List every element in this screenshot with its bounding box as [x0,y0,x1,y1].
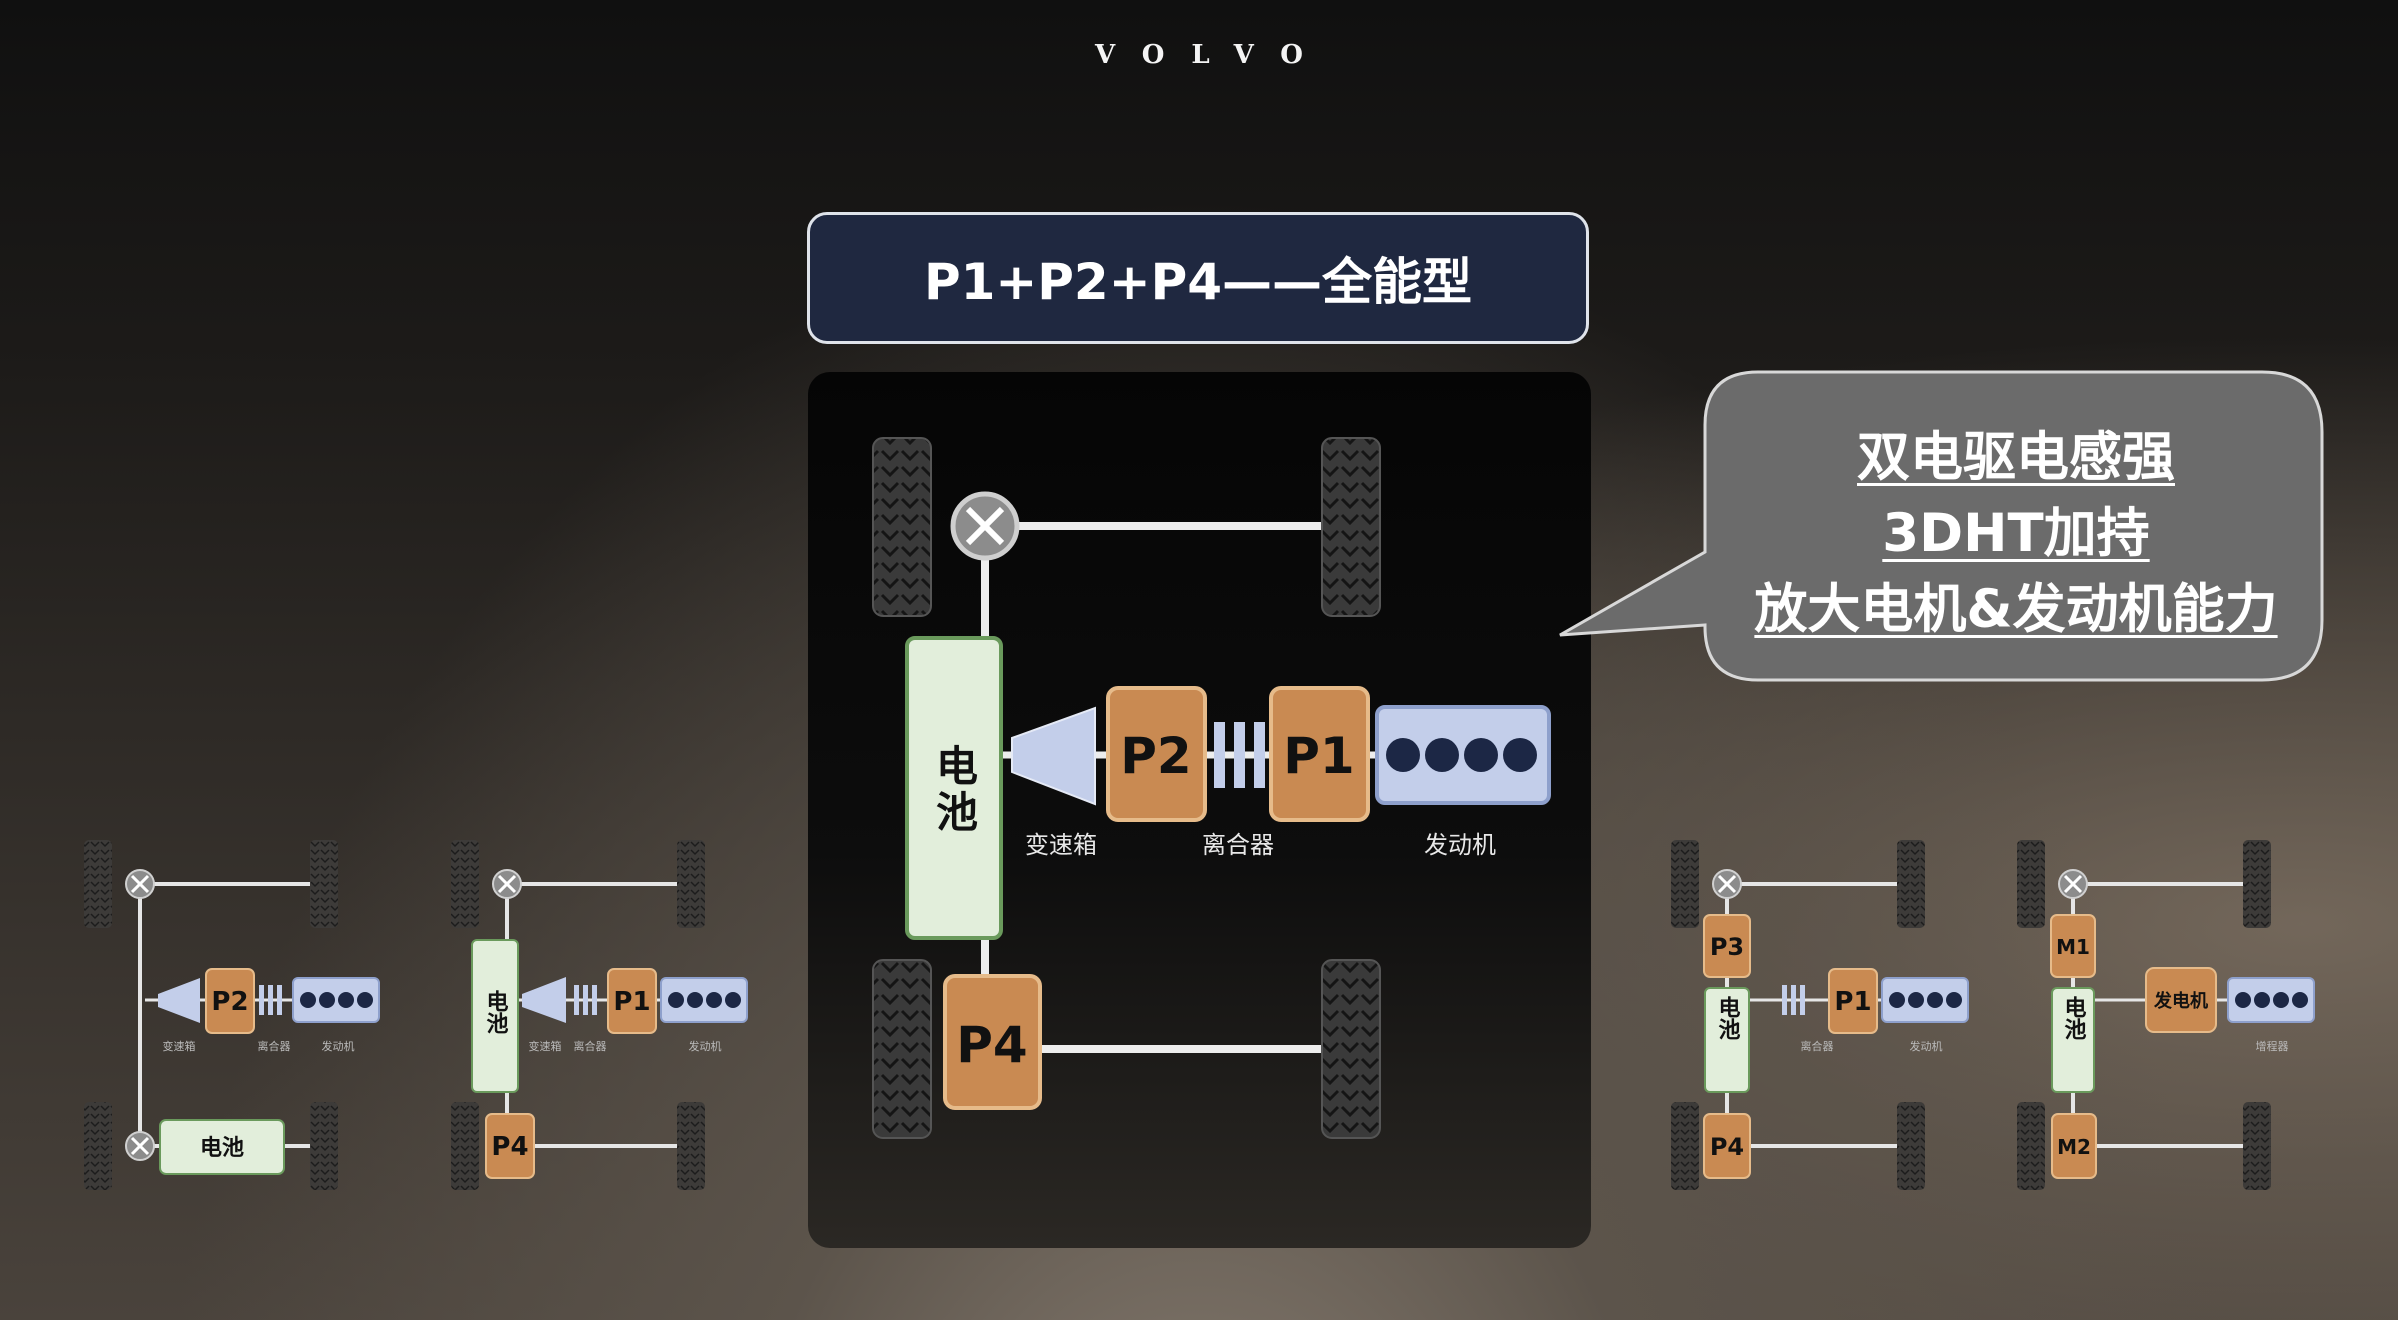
engine-icon [2227,977,2315,1023]
callout-line-3: 放大电机&发动机能力 [1754,579,2278,640]
svg-text:离合器: 离合器 [574,1039,607,1053]
gearbox-label: 变速箱 [1025,831,1097,859]
svg-text:变速箱: 变速箱 [529,1039,562,1053]
svg-text:发动机: 发动机 [689,1039,722,1053]
mini-diagram-p2: P2 变速箱 离合器 发动机 电池 [84,840,380,1190]
differential-icon [1712,869,1742,899]
p4-label: P4 [1710,1133,1744,1161]
clutch-icon [1214,722,1265,788]
gearbox-icon [158,978,200,1023]
differential-icon [125,869,155,899]
engine-icon [292,977,380,1023]
battery-label: 电池 [200,1136,244,1161]
battery-label: 电池 [2061,996,2087,1041]
mini-diagram-m1-generator-m2: M1 电池 发电机 增程器 M2 [2017,840,2315,1190]
svg-text:增程器: 增程器 [2256,1039,2289,1053]
differential-icon [2058,869,2088,899]
differential-icon [492,869,522,899]
mini-diagram-p3-p1-p4: P3 电池 P1 离合器 发动机 P4 [1671,840,1969,1190]
p2-module [1106,686,1207,822]
clutch-label: 离合器 [1202,831,1274,859]
differential-icon [950,491,1020,561]
engine-label: 发动机 [1424,831,1496,859]
svg-text:发动机: 发动机 [322,1039,355,1053]
engine-icon [1881,977,1969,1023]
m1-label: M1 [2056,935,2090,959]
p4-label: P4 [956,1016,1027,1074]
p3-label: P3 [1710,933,1744,961]
rear-left-wheel [872,959,932,1139]
battery-label: 电池 [930,744,979,836]
callout-bubble [1559,370,2324,682]
differential-icon [125,1131,155,1161]
battery-label: 电池 [483,990,509,1035]
mini-diagram-p1-p4: 电池 P1 变速箱 离合器 发动机 P4 [451,840,748,1190]
main-powertrain-diagram: 电池 P2 P1 变速箱 离合器 发动机 P4 [872,437,1551,1139]
battery-block [905,636,1003,940]
engine-icon [660,977,748,1023]
svg-text:离合器: 离合器 [1801,1039,1834,1053]
callout-line-1: 双电驱电感强 [1857,427,2175,488]
front-right-wheel [1321,437,1381,617]
p2-label: P2 [1120,727,1191,785]
callout-line-2: 3DHT加持 [1882,503,2150,564]
p1-module [1269,686,1370,822]
p2-label: P2 [211,987,248,1017]
gearbox-icon [522,977,566,1023]
p1-label: P1 [1834,987,1871,1017]
battery-label: 电池 [1715,996,1741,1041]
p4-label: P4 [491,1132,528,1162]
rear-right-wheel [1321,959,1381,1139]
p1-label: P1 [1283,727,1354,785]
engine-icon [1375,705,1551,805]
m2-label: M2 [2057,1135,2091,1159]
callout-text: 双电驱电感强 3DHT加持 放大电机&发动机能力 [1706,420,2326,648]
front-left-wheel [872,437,932,617]
p1-label: P1 [613,987,650,1017]
svg-text:变速箱: 变速箱 [163,1039,196,1053]
generator-label: 发电机 [2153,990,2208,1012]
svg-text:离合器: 离合器 [258,1039,291,1053]
volvo-logo: VOLVO [1095,40,1330,70]
slide-title: P1+P2+P4——全能型 [807,212,1589,344]
gearbox-icon [1011,706,1096,806]
p4-module [943,974,1042,1110]
svg-text:发动机: 发动机 [1910,1039,1943,1053]
